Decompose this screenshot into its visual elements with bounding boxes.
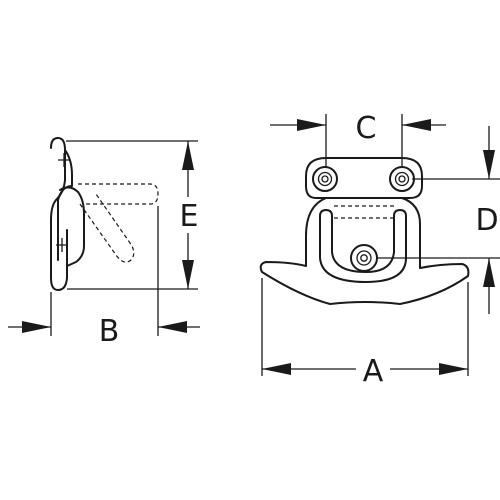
front-screw-right	[389, 166, 415, 192]
side-hook-tip	[59, 186, 85, 267]
front-cleat-body	[259, 197, 470, 305]
dim-a-arrow-left	[262, 363, 291, 375]
dim-e-arrow-top	[182, 141, 194, 170]
side-bolt-upper	[58, 153, 70, 167]
front-top-plate	[305, 157, 423, 199]
label-c: C	[356, 111, 377, 146]
dim-b-arrow-left	[22, 321, 51, 333]
dim-a-arrow-right	[439, 363, 468, 375]
side-hidden-arm-horizontal	[78, 183, 159, 205]
dim-e-arrow-bottom	[182, 260, 194, 289]
front-screw-left	[312, 166, 338, 192]
front-inner-loop	[319, 209, 407, 283]
side-view	[50, 137, 198, 336]
side-hidden-arm-angled	[79, 193, 135, 263]
front-screw-center	[350, 244, 378, 272]
label-a: A	[363, 354, 384, 389]
side-base-plate	[50, 137, 68, 291]
label-d: D	[475, 203, 498, 238]
dim-c-arrow-left	[297, 119, 326, 131]
label-e: E	[180, 199, 199, 234]
label-b: B	[99, 314, 120, 349]
dimension-b: B	[8, 314, 200, 349]
dimension-c: C	[270, 111, 446, 146]
front-view	[259, 114, 500, 376]
dimension-d: D	[475, 126, 499, 314]
dim-d-arrow-bottom	[483, 258, 495, 287]
dim-b-arrow-right	[158, 321, 187, 333]
dimension-a: A	[262, 352, 468, 389]
side-bolt-lower	[56, 238, 68, 252]
dim-d-arrow-top	[483, 150, 495, 179]
side-hook-body	[57, 149, 73, 261]
dimension-e: E	[178, 141, 200, 289]
dim-c-arrow-right	[402, 119, 431, 131]
